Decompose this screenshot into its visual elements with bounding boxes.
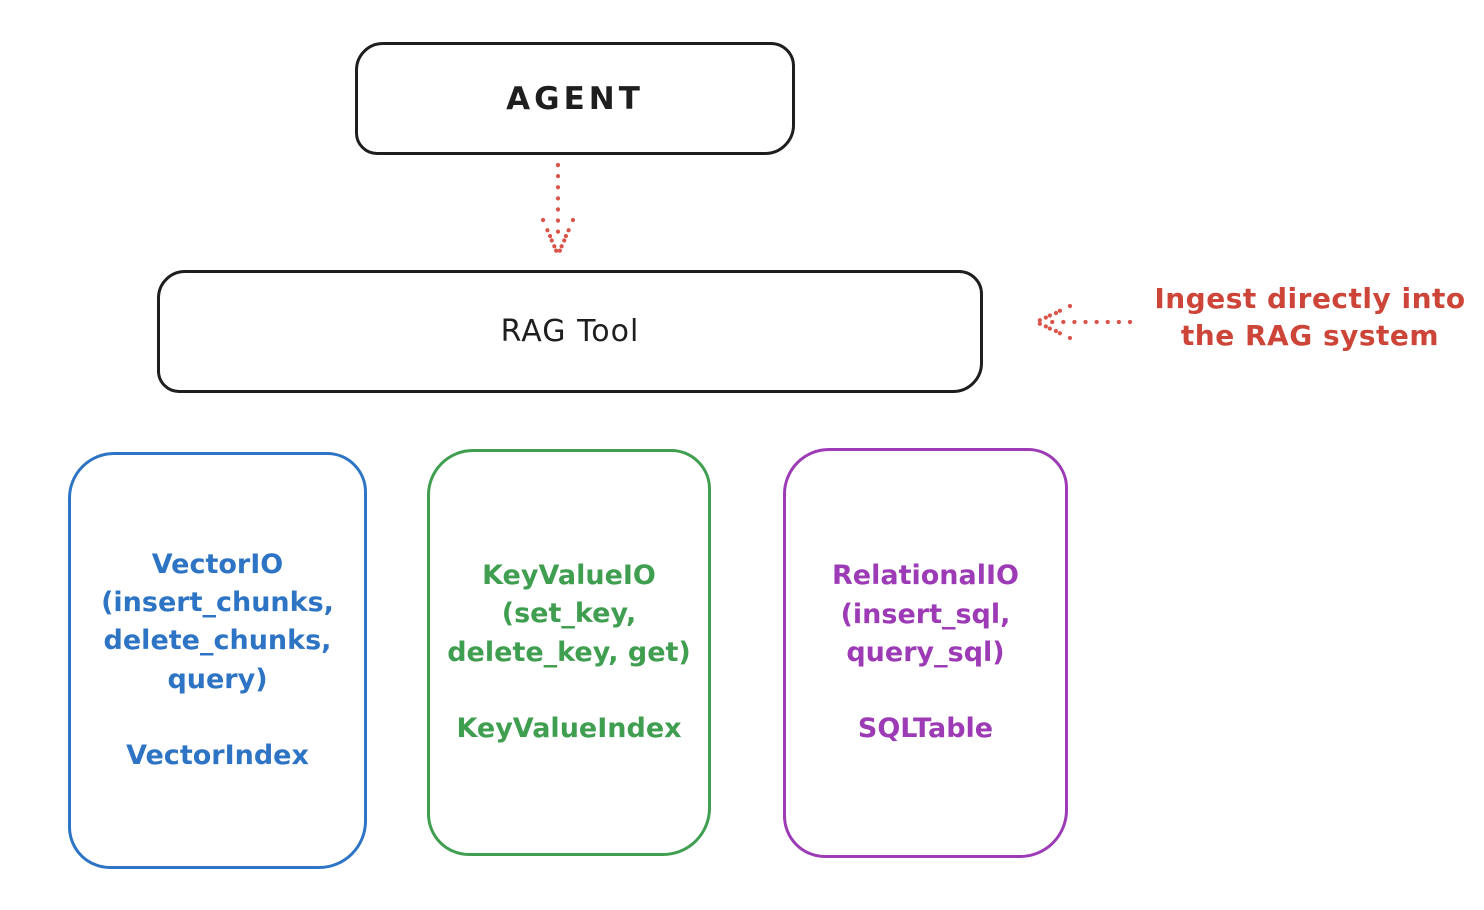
ragtool-box: RAG Tool (157, 270, 983, 393)
keyvalueio-box: KeyValueIO (set_key, delete_key, get) Ke… (427, 449, 711, 856)
agent-to-ragtool-arrow (540, 162, 576, 258)
vectorio-title: VectorIO (insert_chunks, delete_chunks, … (101, 548, 334, 695)
keyvalueindex-label: KeyValueIndex (456, 712, 682, 744)
relationalio-box: RelationalIO (insert_sql, query_sql) SQL… (783, 448, 1068, 858)
relationalio-title: RelationalIO (insert_sql, query_sql) (832, 560, 1019, 668)
ragtool-label: RAG Tool (500, 314, 640, 349)
annotation-to-ragtool-arrow (1033, 303, 1133, 341)
keyvalueio-title: KeyValueIO (set_key, delete_key, get) (447, 559, 691, 668)
vectorio-box: VectorIO (insert_chunks, delete_chunks, … (68, 452, 367, 869)
agent-box: AGENT (355, 42, 795, 155)
ingest-annotation-line1: Ingest directly into (1154, 282, 1466, 315)
ingest-annotation: Ingest directly into the RAG system (1140, 281, 1480, 355)
agent-label: AGENT (506, 80, 644, 117)
sqltable-label: SQLTable (857, 713, 994, 745)
vectorindex-label: VectorIndex (126, 739, 309, 771)
ingest-annotation-line2: the RAG system (1180, 318, 1440, 352)
